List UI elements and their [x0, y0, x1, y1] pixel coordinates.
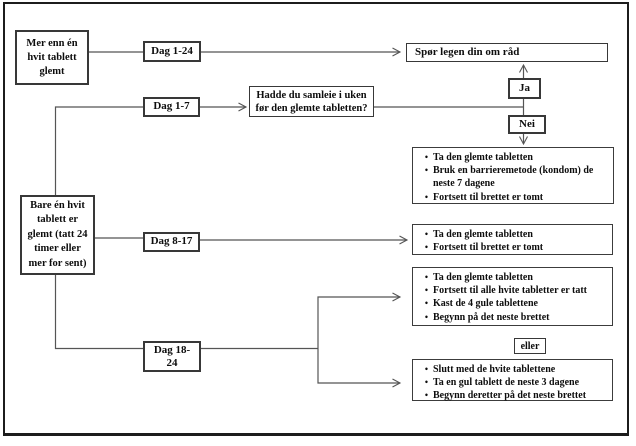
text-line: timer eller — [34, 243, 81, 255]
connector-branch-to-result-d — [317, 348, 402, 388]
bullet-marker: • — [424, 298, 429, 309]
text-line: Begynn deretter på det neste brettet — [433, 390, 587, 402]
bullet-item: • Ta en gul tablett de neste 3 dagene — [420, 376, 608, 389]
node-ask-doctor: Spør legen din om råd — [406, 43, 608, 62]
bullet-item: • Kast de 4 gule tablettene — [420, 297, 608, 310]
node-day-1-24: Dag 1-24 — [143, 41, 201, 62]
diagram-frame — [3, 2, 629, 436]
day-range-label: Dag 1-7 — [153, 100, 190, 113]
day-range-label: Dag 8-17 — [150, 235, 193, 248]
bullet-marker: • — [424, 285, 429, 296]
text-line: Bare én hvit — [30, 199, 85, 211]
node-result-day8-17: • Ta den glemte tabletten • Fortsett til… — [412, 224, 613, 255]
text-line: Bruk en barrieremetode (kondom) de — [433, 165, 594, 177]
text-line: glemt (tatt 24 — [27, 228, 88, 240]
text-line: Spør legen din om råd — [415, 45, 520, 58]
day-range-label: Dag 18- — [153, 343, 191, 356]
bullet-item: • Begynn deretter på det neste brettet — [420, 389, 608, 402]
text-line: Ta den glemte tabletten — [433, 152, 533, 163]
text-line: Hadde du samleie i uken — [256, 89, 367, 101]
text-line: Ta den glemte tabletten — [433, 229, 533, 240]
text-line: før den glemte tabletten? — [255, 102, 368, 114]
node-yes: Ja — [508, 78, 541, 99]
day-range-label: 24 — [166, 356, 178, 369]
bullet-marker: • — [424, 165, 429, 176]
yes-label: Ja — [519, 81, 530, 94]
node-result-day18-24-option-b: • Slutt med de hvite tablettene • Ta en … — [412, 359, 613, 401]
text-line: mer for sent) — [28, 257, 87, 269]
node-day-18-24: Dag 18- 24 — [143, 341, 201, 372]
no-label: Nei — [519, 117, 535, 130]
bullet-marker: • — [424, 152, 429, 162]
bullet-marker: • — [424, 377, 429, 388]
bullet-marker: • — [424, 311, 429, 322]
node-more-than-one-missed: Mer enn én hvit tablett glemt — [15, 30, 89, 85]
bullet-item: • Fortsett til brettet er tomt — [420, 241, 608, 254]
bullet-item: • Slutt med de hvite tablettene — [420, 363, 608, 376]
text-line: tablett er — [36, 214, 79, 226]
bullet-item: • Begynn på det neste brettet — [420, 311, 608, 324]
bullet-item: • Fortsett til alle hvite tabletter er t… — [420, 284, 608, 297]
text-line: Ta den glemte tabletten — [433, 272, 533, 283]
node-day-1-7: Dag 1-7 — [143, 97, 200, 117]
bullet-marker: • — [424, 390, 429, 401]
node-only-one-missed: Bare én hvit tablett er glemt (tatt 24 t… — [20, 195, 95, 275]
node-result-day1-7: • Ta den glemte tabletten • Bruk en barr… — [412, 147, 614, 204]
connector-only-up-to-dag17 — [54, 106, 143, 195]
text-line: glemt — [39, 65, 65, 77]
node-no: Nei — [508, 115, 546, 134]
text-line: Fortsett til brettet er tomt — [433, 242, 544, 254]
text-line: Ta en gul tablett de neste 3 dagene — [433, 377, 580, 389]
text-line: Kast de 4 gule tablettene — [433, 298, 538, 310]
node-intercourse-question: Hadde du samleie i uken før den glemte t… — [249, 86, 374, 117]
text-line: Fortsett til alle hvite tabletter er tat… — [433, 285, 588, 297]
connector-branch-to-result-c — [317, 292, 402, 349]
bullet-marker: • — [424, 242, 429, 253]
node-result-day18-24-option-a: • Ta den glemte tabletten • Fortsett til… — [412, 267, 613, 326]
bullet-marker: • — [424, 364, 429, 374]
bullet-item: • Bruk en barrieremetode (kondom) de nes… — [420, 164, 609, 190]
bullet-item: • Ta den glemte tabletten — [420, 271, 608, 284]
bullet-item: • Fortsett til brettet er tomt — [420, 191, 609, 204]
day-range-label: Dag 1-24 — [151, 44, 193, 57]
text-line: neste 7 dagene — [433, 178, 495, 190]
bullet-item: • Ta den glemte tabletten — [420, 228, 608, 241]
text-line: Begynn på det neste brettet — [433, 311, 550, 323]
bullet-item: • Ta den glemte tabletten — [420, 151, 609, 164]
or-label: eller — [520, 340, 540, 352]
text-line: Slutt med de hvite tablettene — [433, 364, 556, 375]
bullet-marker: • — [424, 272, 429, 282]
text-line: Mer enn én — [26, 37, 78, 49]
text-line: hvit tablett — [27, 51, 77, 63]
node-day-8-17: Dag 8-17 — [143, 232, 200, 252]
bullet-marker: • — [424, 191, 429, 202]
bullet-marker: • — [424, 229, 429, 239]
node-or: eller — [514, 338, 546, 354]
text-line: Fortsett til brettet er tomt — [433, 191, 544, 203]
connector-only-down-to-dag1824 — [54, 275, 143, 350]
